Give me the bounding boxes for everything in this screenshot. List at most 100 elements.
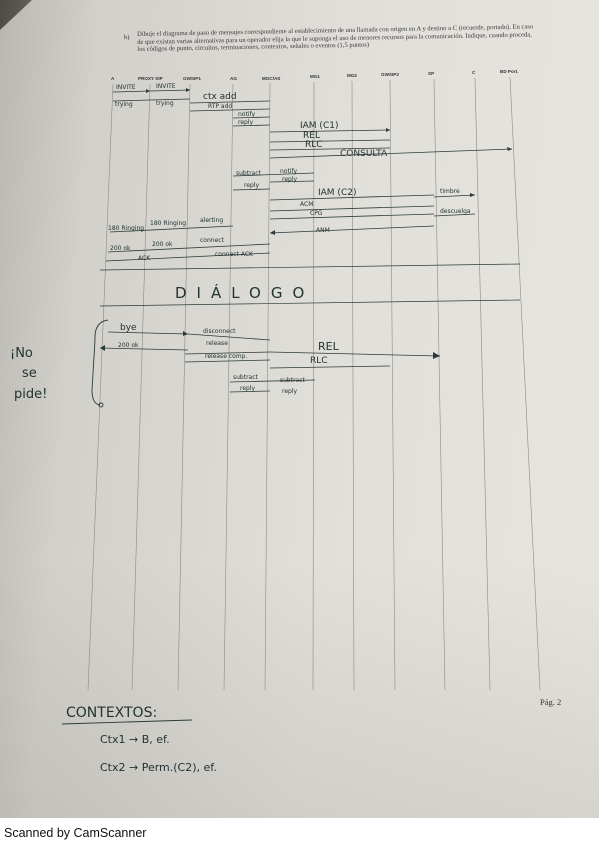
col-gwsip1: GWSIP1 (183, 76, 201, 81)
label-release: release (206, 340, 228, 347)
release-arrowheads (100, 331, 440, 359)
label-alerting: alerting (200, 217, 223, 224)
release-labels: bye disconnect 200 ok release release co… (118, 323, 340, 395)
head-iam-c1 (386, 128, 390, 132)
arrow-subtract (232, 172, 315, 177)
setup-messages (105, 89, 513, 262)
bracket-curve (91, 319, 109, 406)
side-note-line-2: se (22, 366, 37, 381)
page-number: Pág. 2 (540, 697, 562, 707)
lifeline-ag (223, 83, 234, 691)
arrow-ok-connect (107, 243, 271, 253)
col-c: C (472, 70, 476, 75)
arrow-rel-1 (269, 139, 391, 143)
col-mg1: MG1 (310, 74, 320, 79)
col-mg2: MG2 (347, 73, 357, 78)
arrow-disconnect (187, 333, 271, 341)
label-rlc-2: RLC (310, 356, 328, 366)
arrow-cpg (269, 213, 435, 220)
lifeline-mg1 (312, 81, 315, 691)
label-descuelga: descuelga (440, 208, 471, 215)
label-rel-2: REL (318, 340, 340, 353)
dialogo-bottom-line (99, 299, 521, 307)
label-rlc-1: RLC (305, 140, 323, 150)
lifeline-gwsip1 (177, 83, 191, 691)
contextos-ctx1: Ctx1 → B, ef. (100, 733, 170, 746)
lifelines (87, 76, 541, 691)
contextos-ctx2: Ctx2 → Perm.(C2), ef. (100, 761, 217, 774)
dialogo-top-line (99, 263, 521, 271)
label-reply-2: reply (244, 182, 260, 189)
arrow-ringing-alerting (109, 225, 234, 233)
arrow-descuelga (433, 213, 476, 217)
label-notify: notify (238, 111, 256, 118)
paper-shadow (0, 560, 599, 818)
col-a: A (111, 76, 115, 81)
contextos-block: CONTEXTOS: Ctx1 → B, ef. Ctx2 → Perm.(C2… (61, 705, 217, 774)
label-consulta: CONSULTA (340, 149, 388, 159)
label-disconnect: disconnect (203, 328, 236, 335)
bracket-end (98, 402, 104, 408)
head-200ok (100, 345, 105, 351)
release-messages (99, 331, 441, 393)
arrow-anm (269, 225, 435, 234)
arrow-trying-2 (149, 98, 191, 101)
head-timbre (470, 193, 475, 197)
dialogo-band: DIÁLOGO (99, 263, 521, 307)
arrowheads (146, 88, 512, 235)
label-ack: ACK (138, 255, 151, 262)
arrow-iam-c1 (269, 129, 391, 133)
label-trying-1: trying (115, 101, 133, 108)
arrow-ctx-add (189, 100, 271, 104)
scanner-footer: Scanned by CamScanner (4, 826, 147, 840)
label-ok-2: 200 ok (152, 241, 173, 248)
head-invite-2 (186, 88, 190, 92)
label-reply-b: reply (282, 388, 298, 395)
head-rel-2 (433, 352, 440, 359)
arrow-notify-2 (269, 180, 315, 183)
label-subtract: subtract (236, 170, 262, 177)
arrow-reply-rel (229, 390, 271, 393)
label-ringing-2: 180 Ringing (150, 220, 186, 227)
label-iam-c2: IAM (C2) (318, 188, 356, 198)
arrow-release-comp (184, 359, 271, 363)
arrow-rel-2 (269, 351, 441, 357)
side-note-line-3: pide! (14, 387, 47, 402)
label-subtract-a: subtract (233, 374, 259, 381)
label-iam-c1: IAM (C1) (300, 121, 338, 131)
contextos-title: CONTEXTOS: (66, 705, 157, 721)
col-mgc-as: MGC/AS (262, 76, 280, 81)
col-ag: AG (230, 76, 237, 81)
head-bye (183, 331, 188, 336)
col-gwsip2: GWSIP2 (381, 72, 399, 77)
label-acm: ACM (300, 201, 313, 208)
label-connect: connect (200, 237, 225, 244)
contextos-underline (61, 719, 193, 725)
col-sp: SP (428, 71, 434, 76)
arrow-subtract-rel (229, 379, 316, 383)
side-note-line-1: ¡No (10, 346, 33, 361)
arrow-ack-connect-ack (105, 252, 271, 262)
arrow-200ok (99, 347, 189, 351)
label-ok-1: 200 ok (110, 245, 131, 252)
label-release-comp: release comp. (205, 353, 247, 360)
label-200ok: 200 ok (118, 342, 139, 349)
release-bracket (91, 319, 109, 408)
label-bye: bye (120, 323, 137, 333)
label-connect-ack: connect ACK (215, 251, 254, 258)
label-rtp-add: RTP add (208, 103, 232, 110)
arrow-timbre (433, 194, 476, 198)
lifeline-mgc-as (264, 82, 271, 691)
lifeline-mg2 (351, 80, 355, 691)
side-note: ¡No se pide! (10, 346, 47, 402)
lifeline-c (474, 77, 491, 691)
label-reply-a: reply (240, 385, 256, 392)
arrow-rtp-add (189, 108, 271, 112)
message-sequence-diagram: A PROXY SIP GWSIP1 AG MGC/AS MG1 MG2 GWS… (10, 69, 541, 774)
label-ctx-add: ctx add (203, 92, 237, 102)
label-timbre: timbre (440, 188, 460, 195)
label-anm: ANM (316, 227, 330, 234)
arrow-rlc-2 (269, 365, 391, 369)
label-trying-2: trying (156, 100, 174, 107)
arrow-iam-c2 (269, 194, 435, 201)
